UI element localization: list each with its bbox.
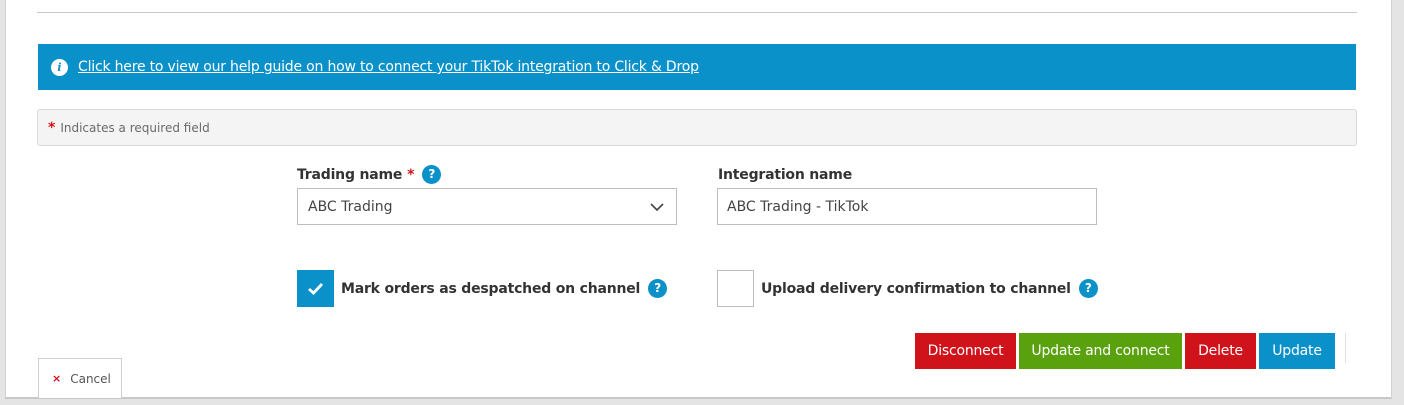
delete-button[interactable]: Delete xyxy=(1185,333,1256,369)
cancel-label: Cancel xyxy=(70,371,111,386)
integration-name-label: Integration name xyxy=(718,165,852,184)
close-icon: × xyxy=(52,372,62,385)
required-asterisk: * xyxy=(407,166,415,183)
mark-despatched-label: Mark orders as despatched on channel ? xyxy=(341,279,668,298)
integration-name-input[interactable] xyxy=(717,188,1097,225)
upload-confirmation-checkbox[interactable] xyxy=(717,270,754,307)
trading-name-label: Trading name * ? xyxy=(297,165,442,184)
help-question-icon[interactable]: ? xyxy=(648,279,668,298)
disconnect-button[interactable]: Disconnect xyxy=(915,333,1016,369)
update-button[interactable]: Update xyxy=(1259,333,1335,369)
update-and-connect-button[interactable]: Update and connect xyxy=(1019,333,1182,369)
help-question-icon[interactable]: ? xyxy=(1078,279,1098,298)
required-asterisk: * xyxy=(48,119,56,136)
cancel-button[interactable]: × Cancel xyxy=(38,358,122,398)
help-guide-link[interactable]: Click here to view our help guide on how… xyxy=(78,59,699,75)
required-note-text: Indicates a required field xyxy=(60,120,210,135)
upload-confirmation-label: Upload delivery confirmation to channel … xyxy=(761,279,1098,298)
trading-name-select[interactable]: ABC Trading xyxy=(297,188,677,225)
chevron-down-icon xyxy=(650,203,664,212)
divider xyxy=(1345,333,1346,363)
trading-name-selected-value: ABC Trading xyxy=(308,198,393,215)
trading-name-label-text: Trading name xyxy=(297,166,403,183)
section-divider xyxy=(37,12,1357,13)
help-question-icon[interactable]: ? xyxy=(422,165,442,184)
mark-despatched-label-text: Mark orders as despatched on channel xyxy=(341,280,641,297)
integration-name-label-text: Integration name xyxy=(718,166,852,183)
upload-confirmation-label-text: Upload delivery confirmation to channel xyxy=(761,280,1071,297)
required-field-note: * Indicates a required field xyxy=(37,109,1357,146)
help-banner: i Click here to view our help guide on h… xyxy=(38,44,1356,90)
info-icon: i xyxy=(51,58,68,76)
checkmark-icon xyxy=(308,283,324,295)
mark-despatched-checkbox[interactable] xyxy=(297,270,334,307)
